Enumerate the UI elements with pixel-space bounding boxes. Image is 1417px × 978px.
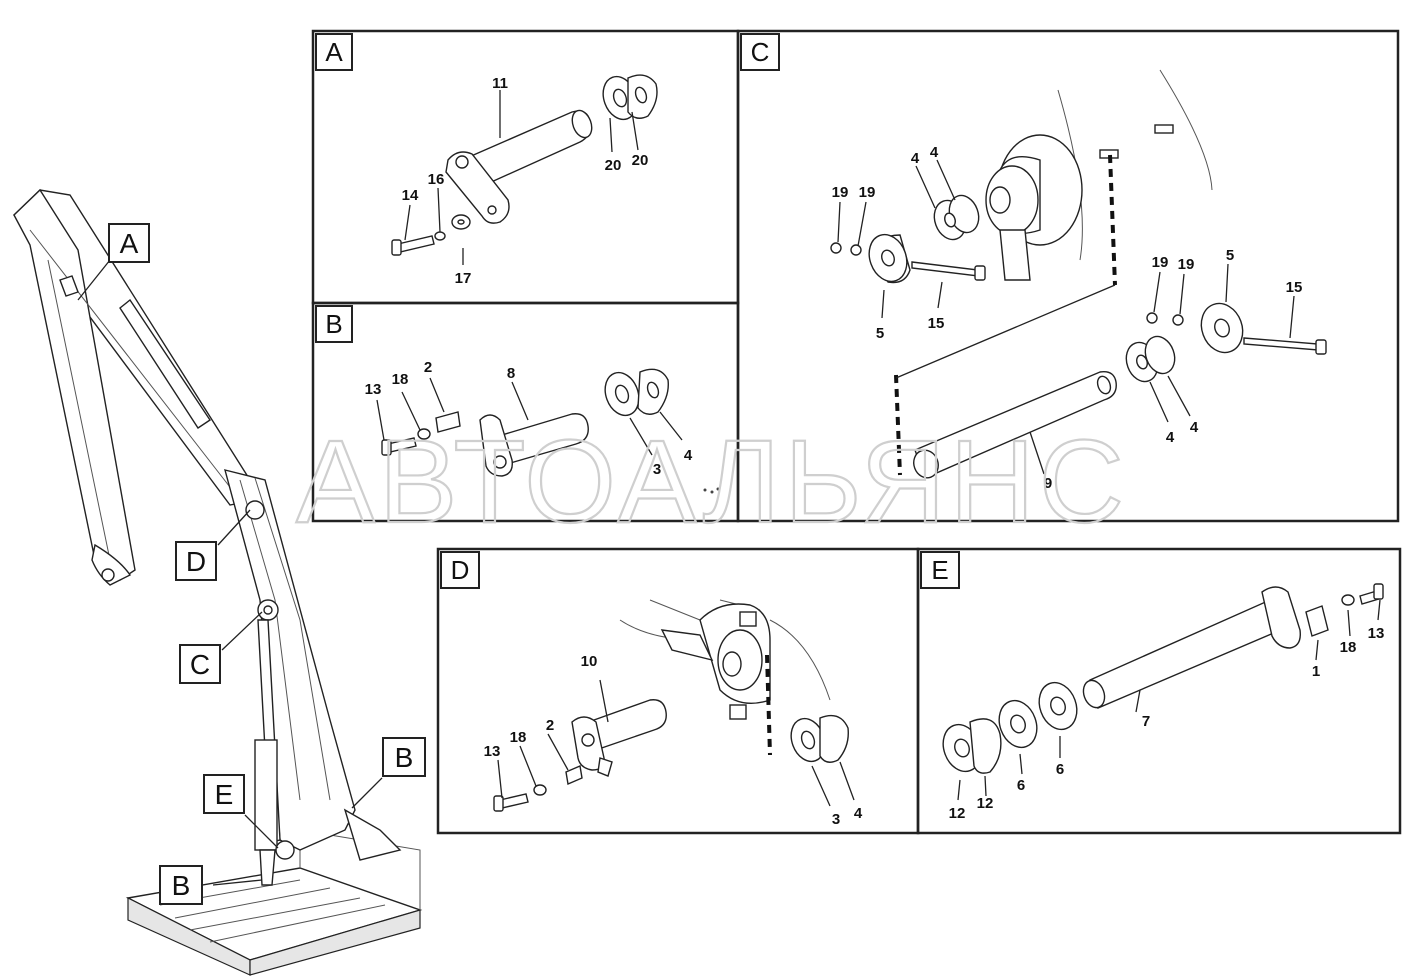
panel-e-item-6a: 6	[1017, 777, 1025, 794]
panel-c-tag: C	[740, 33, 780, 71]
panel-c-item-4c: 4	[1166, 429, 1175, 446]
panel-e-item-7: 7	[1142, 713, 1150, 730]
panel-a-item-16: 16	[428, 171, 445, 188]
panel-a-item-20b: 20	[632, 152, 649, 169]
callout-b-lower[interactable]: B	[159, 865, 203, 905]
callout-d-label: D	[186, 546, 206, 577]
panel-d-item-2: 2	[546, 717, 554, 734]
panel-c-item-4d: 4	[1190, 419, 1199, 436]
panel-d-drawing	[493, 599, 855, 812]
panel-e-item-18: 18	[1340, 639, 1357, 656]
panel-e-item-12b: 12	[977, 795, 994, 812]
panel-a-tag: A	[315, 33, 353, 71]
panel-c-item-5a: 5	[876, 325, 884, 342]
panel-a-item-14: 14	[402, 187, 419, 204]
panel-c-item-5b: 5	[1226, 247, 1234, 264]
watermark-text: АВТОАЛЬЯНС	[296, 416, 1128, 548]
panel-c-item-4b: 4	[930, 144, 939, 161]
panel-e-item-1: 1	[1312, 663, 1320, 680]
callout-b-upper[interactable]: B	[382, 737, 426, 777]
panel-c-item-4a: 4	[911, 150, 920, 167]
panel-d-tag: D	[440, 551, 480, 589]
panel-d-item-3: 3	[832, 811, 840, 828]
panel-e-item-13: 13	[1368, 625, 1385, 642]
panel-e-tag: E	[920, 551, 960, 589]
callout-c[interactable]: C	[179, 644, 221, 684]
panel-b-tag: B	[315, 305, 353, 343]
panel-b-item-3: 3	[653, 461, 661, 478]
panel-d-item-10: 10	[581, 653, 598, 670]
panel-c-item-15b: 15	[1286, 279, 1303, 296]
panel-d-tag-label: D	[451, 555, 470, 585]
callout-b-lower-label: B	[172, 870, 191, 901]
panel-c-item-19d: 19	[1178, 256, 1195, 273]
panel-d-item-13: 13	[484, 743, 501, 760]
panel-e-tag-label: E	[931, 555, 948, 585]
callout-c-label: C	[190, 649, 210, 680]
panel-c-tag-label: C	[751, 37, 770, 67]
panel-b-item-18: 18	[392, 371, 409, 388]
panel-a-drawing	[391, 74, 658, 265]
panel-a-tag-label: A	[325, 37, 343, 67]
callout-a[interactable]: A	[108, 223, 150, 263]
panel-b-item-2: 2	[424, 359, 432, 376]
panel-c-item-15a: 15	[928, 315, 945, 332]
panel-a-item-20a: 20	[605, 157, 622, 174]
callout-d[interactable]: D	[175, 541, 217, 581]
panel-c-item-9: 9	[1044, 475, 1052, 492]
panel-c-item-19a: 19	[832, 184, 849, 201]
panel-b-item-13: 13	[365, 381, 382, 398]
panel-c-item-19c: 19	[1152, 254, 1169, 271]
panel-d-frame	[436, 547, 920, 835]
panel-b-item-8: 8	[507, 365, 515, 382]
callout-a-label: A	[120, 228, 139, 259]
overview-leaders	[77, 259, 383, 886]
panel-c-drawing	[830, 69, 1327, 479]
panel-e-item-6b: 6	[1056, 761, 1064, 778]
panel-c-item-19b: 19	[859, 184, 876, 201]
panel-a-item-17: 17	[455, 270, 472, 287]
panel-d-item-4: 4	[854, 805, 863, 822]
panel-e-frame	[916, 547, 1402, 835]
panel-b-item-4: 4	[684, 447, 693, 464]
panel-e-drawing	[942, 583, 1384, 801]
callout-e-label: E	[215, 779, 234, 810]
boom-overview-drawing	[13, 188, 423, 976]
panel-b-drawing	[376, 368, 720, 494]
callout-e[interactable]: E	[203, 774, 245, 814]
panel-b-tag-label: B	[325, 309, 342, 339]
panel-e-item-12a: 12	[949, 805, 966, 822]
panel-d-item-18: 18	[510, 729, 527, 746]
callout-b-upper-label: B	[395, 742, 414, 773]
panel-a-item-11: 11	[492, 75, 508, 92]
panel-c-frame	[736, 29, 1400, 523]
